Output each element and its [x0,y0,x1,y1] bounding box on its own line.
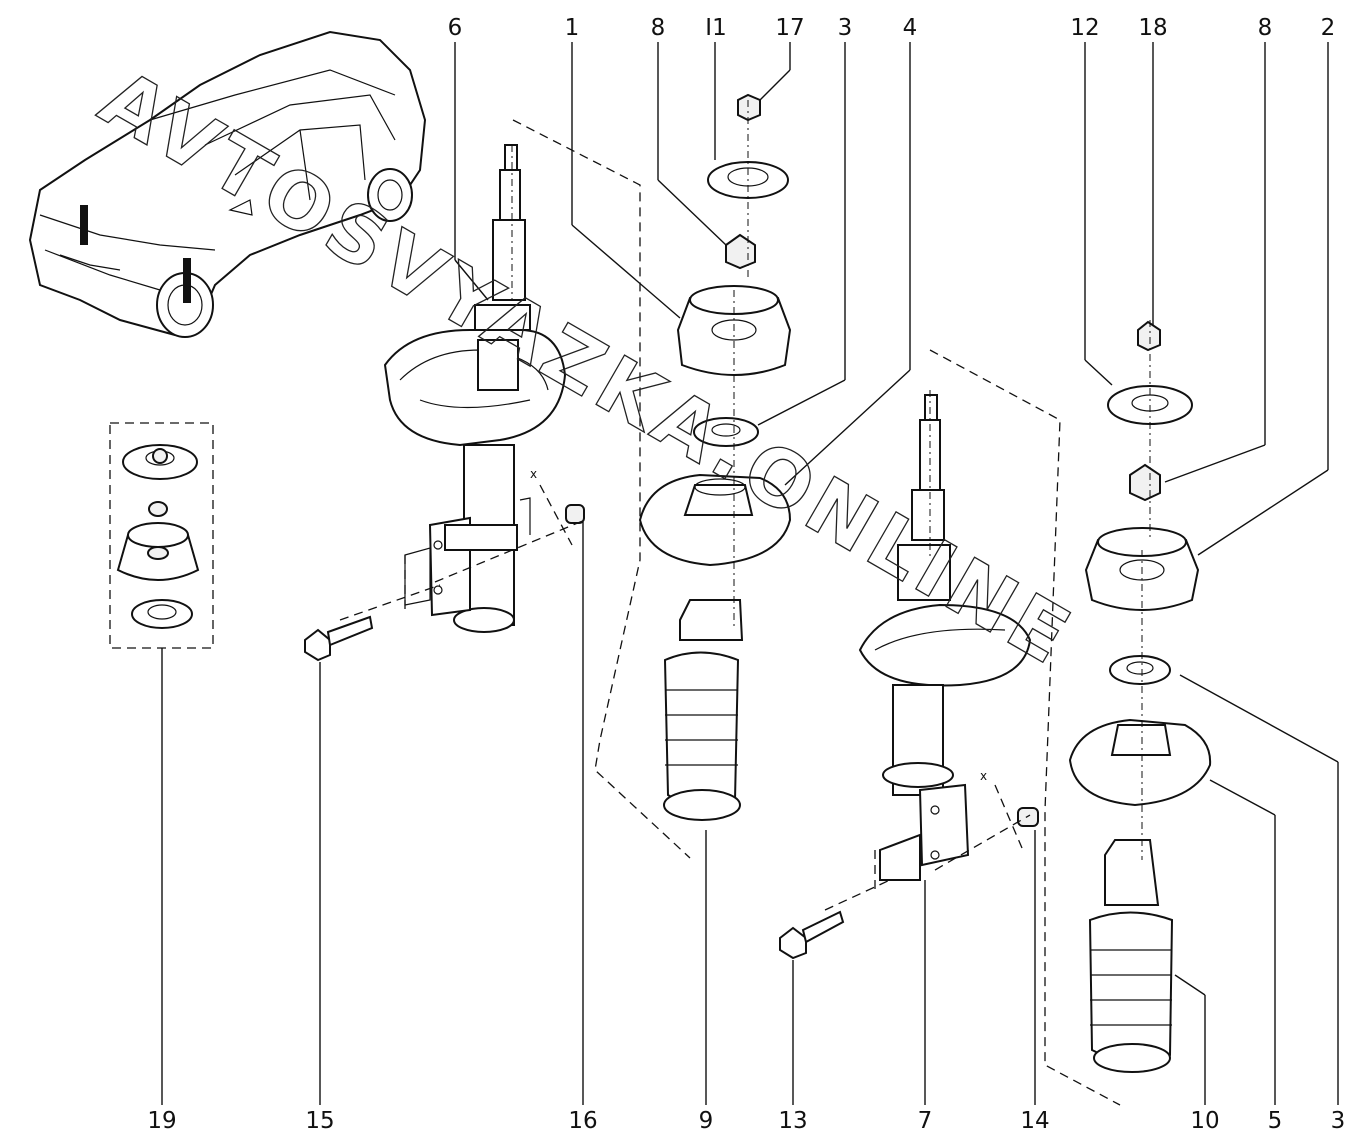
bearing-3-icon [693,417,759,447]
leader-lines [161,42,1339,1105]
label-7: 7 [918,1108,933,1134]
nut-18-icon [1137,320,1161,352]
label-6: 6 [448,15,463,41]
label-8-top-left: 8 [651,15,666,41]
bumper-9-icon [679,599,744,641]
assembly-lines [339,100,1151,1106]
nut-17-icon [737,93,761,122]
kit-19-box [109,422,214,649]
label-15: 15 [305,1108,334,1134]
marker-x-right: x [980,769,987,783]
nut-8b-icon [1129,463,1161,502]
strut-right-icon [858,394,1032,881]
label-12: 12 [1070,15,1099,41]
label-5: 5 [1268,1108,1283,1134]
bolt-13-head-icon [779,926,807,960]
watermark-text: AVTOSVYAZKA.ONLINE [86,54,1089,685]
label-9: 9 [699,1108,714,1134]
label-1: 1 [565,15,580,41]
label-14: 14 [1020,1108,1049,1134]
bearing-3b-icon [1109,655,1171,685]
bolt-15-shank-icon [326,615,374,647]
label-11: I1 [705,15,726,41]
label-16: 16 [568,1108,597,1134]
spring-seat-4-icon [638,473,792,567]
right-mount-stack [1068,320,1212,1073]
bolt-15-head-icon [304,628,331,662]
spring-seat-5-icon [1068,718,1212,807]
bumper-10-icon [1104,839,1160,906]
label-13: 13 [778,1108,807,1134]
label-8-top-right: 8 [1258,15,1273,41]
boot-9-icon [663,651,740,808]
label-19: 19 [147,1108,176,1134]
nut-8-icon [725,233,756,270]
boot-10-icon [1088,911,1174,1063]
label-17: 17 [775,15,804,41]
support-2-icon [1084,539,1200,611]
bolt-13-shank-icon [801,910,845,944]
label-3-top: 3 [838,15,853,41]
label-3-bottom: 3 [1331,1108,1346,1134]
car-icon [28,30,427,338]
nut-14-icon [1017,807,1039,827]
marker-x-left: x [530,467,537,481]
nut-16-icon [565,504,585,524]
label-4: 4 [903,15,918,41]
label-2: 2 [1321,15,1336,41]
label-10: 10 [1190,1108,1219,1134]
strut-left-icon [383,144,567,633]
label-18: 18 [1138,15,1167,41]
